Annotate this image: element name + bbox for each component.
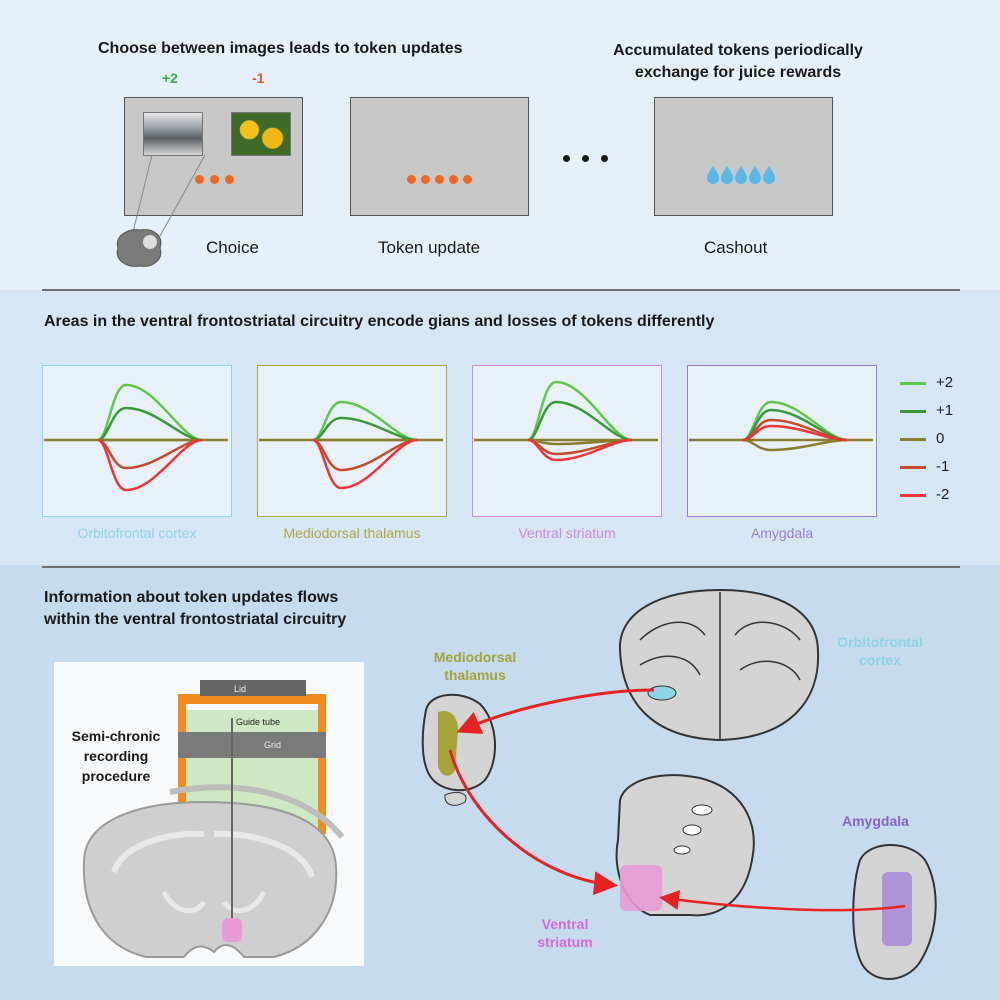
response-curve [527, 380, 633, 442]
vs-label-line-2: striatum [537, 934, 593, 950]
response-curve [97, 438, 203, 470]
cashout-heading: Accumulated tokens periodically exchange… [613, 42, 863, 81]
grid-label: Grid [264, 740, 282, 750]
md-to-vs-arrow [448, 749, 618, 896]
flow-heading-line-1: Information about token updates flows [44, 589, 339, 606]
amy-to-vs-arrow [659, 890, 906, 912]
vs-label: Ventral striatum [520, 915, 610, 951]
guide-tube-label: Guide tube [236, 717, 281, 727]
step-cashout-label: Cashout [704, 238, 768, 257]
response-curve [312, 400, 418, 442]
amygdala-icon [852, 844, 937, 980]
ofc-brain-icon [618, 588, 820, 742]
response-curve [312, 416, 418, 442]
ofc-label-line-1: Orbitofrontal [837, 634, 923, 650]
response-curve [527, 438, 633, 446]
response-curve [312, 438, 418, 490]
response-curve [97, 438, 203, 492]
gain-label: +2 [162, 70, 178, 86]
flow-heading-line-2: within the ventral frontostriatal circui… [44, 611, 347, 628]
procedure-label: Semi-chronic recording procedure [60, 726, 172, 786]
monkey-icon [116, 229, 162, 267]
amy-label: Amygdala [842, 813, 909, 829]
response-curve [312, 438, 418, 472]
panel-label-amy: Amygdala [750, 525, 814, 541]
procedure-line-1: Semi-chronic [71, 728, 161, 744]
panel-label-vs: Ventral striatum [518, 525, 616, 541]
loss-label: -1 [252, 70, 265, 86]
response-curve [97, 406, 203, 442]
encoding-heading: Areas in the ventral frontostriatal circ… [44, 313, 715, 330]
ofc-label-line-2: cortex [858, 652, 902, 668]
cashout-screen [654, 97, 833, 216]
response-curve [527, 438, 633, 462]
divider-1 [42, 289, 960, 291]
thalamus-icon [421, 693, 496, 806]
md-label: Mediodorsal thalamus [415, 648, 535, 684]
divider-2 [42, 566, 960, 568]
response-curve [742, 438, 848, 452]
ellipsis-dot [601, 155, 608, 162]
procedure-line-3: procedure [81, 768, 151, 784]
step-token-label: Token update [378, 238, 481, 257]
md-label-line-1: Mediodorsal [433, 649, 517, 665]
ofc-label: Orbitofrontal cortex [820, 633, 940, 669]
ellipsis-dot [582, 155, 589, 162]
panel-label-md: Mediodorsal thalamus [283, 525, 421, 541]
response-curve [742, 408, 848, 442]
response-curve [97, 383, 203, 442]
gaze-lines [131, 154, 206, 237]
response-curve [527, 400, 633, 442]
recording-diagram [82, 680, 345, 958]
response-curve [742, 424, 848, 442]
ellipsis-dot [563, 155, 570, 162]
lid-label: Lid [234, 684, 247, 694]
image-option-2[interactable] [231, 112, 291, 156]
vs-label-line-1: Ventral [541, 916, 589, 932]
juice-drops-icon [707, 166, 775, 184]
image-option-1[interactable] [143, 112, 203, 156]
choice-heading: Choose between images leads to token upd… [98, 40, 463, 57]
ofc-to-md-arrow [456, 688, 655, 734]
md-label-line-2: thalamus [444, 667, 506, 683]
step-choice-label: Choice [206, 238, 259, 257]
procedure-line-2: recording [83, 748, 149, 764]
panel-label-ofc: Orbitofrontal cortex [77, 525, 197, 541]
striatum-icon [615, 774, 755, 917]
choice-screen [124, 97, 303, 216]
token-screen [350, 97, 529, 216]
flow-heading: Information about token updates flows wi… [44, 587, 346, 631]
recording-procedure-box: Lid Guide tube Grid Semi-chronic recordi… [54, 662, 364, 966]
